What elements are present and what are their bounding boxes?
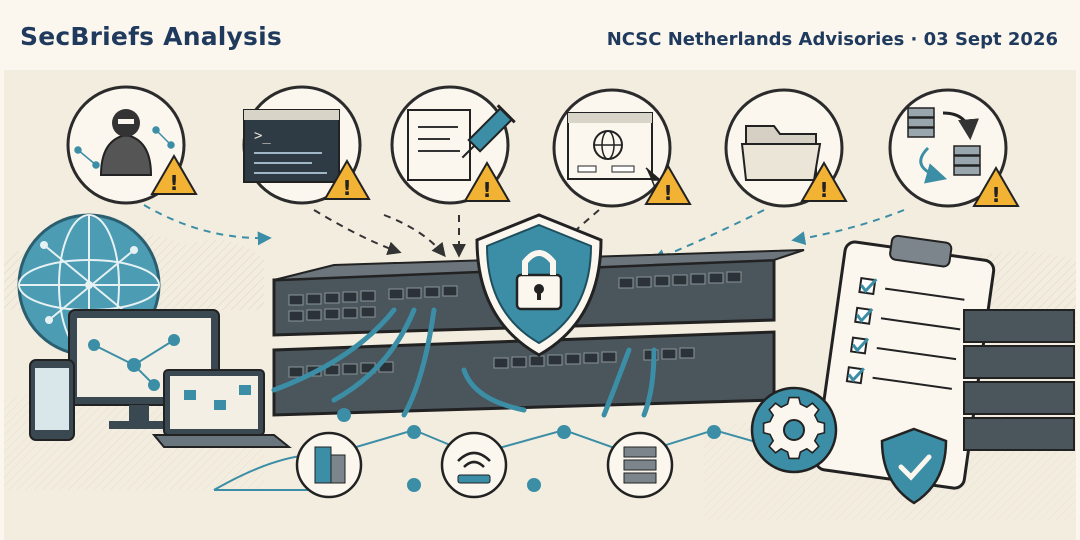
gear-icon <box>750 386 838 474</box>
warning-icon: ! <box>323 159 371 200</box>
warning-icon: ! <box>800 161 848 202</box>
code-injection-icon <box>390 85 516 205</box>
server-sync-icon <box>888 88 1008 208</box>
network-switch-stack <box>271 249 805 418</box>
server-icon <box>606 431 674 499</box>
server-rack-icon <box>963 309 1075 451</box>
folder-icon <box>724 88 844 208</box>
wifi-router-icon <box>440 431 508 499</box>
svg-text:!: ! <box>482 178 491 202</box>
warning-icon: ! <box>972 166 1020 207</box>
svg-text:>_: >_ <box>254 128 271 144</box>
warning-icon: ! <box>150 154 198 195</box>
svg-text:!: ! <box>819 178 828 202</box>
warning-icon: ! <box>644 164 692 205</box>
svg-text:!: ! <box>991 183 1000 207</box>
svg-text:!: ! <box>169 171 178 195</box>
threat-icon-row: ! >_ ! <box>66 85 1020 208</box>
warning-icon: ! <box>463 161 511 202</box>
laptop-icon <box>151 369 292 448</box>
web-browser-icon <box>552 88 672 208</box>
source-date: NCSC Netherlands Advisories · 03 Sept 20… <box>606 29 1058 50</box>
brand-title: SecBriefs Analysis <box>20 22 282 51</box>
header-bar: SecBriefs Analysis NCSC Netherlands Advi… <box>0 0 1080 70</box>
security-shield-lock-icon <box>475 213 603 357</box>
svg-text:!: ! <box>342 176 351 200</box>
terminal-icon: >_ <box>242 85 362 205</box>
building-icon <box>295 431 363 499</box>
shield-check-icon <box>880 427 948 505</box>
hero-illustration: ! >_ ! <box>4 70 1076 540</box>
phone-icon <box>29 359 75 441</box>
hacker-icon <box>66 85 186 205</box>
network-security-illustration: ! >_ ! <box>4 85 1076 520</box>
svg-text:!: ! <box>663 181 672 205</box>
checklist-clipboard-icon <box>814 234 996 490</box>
